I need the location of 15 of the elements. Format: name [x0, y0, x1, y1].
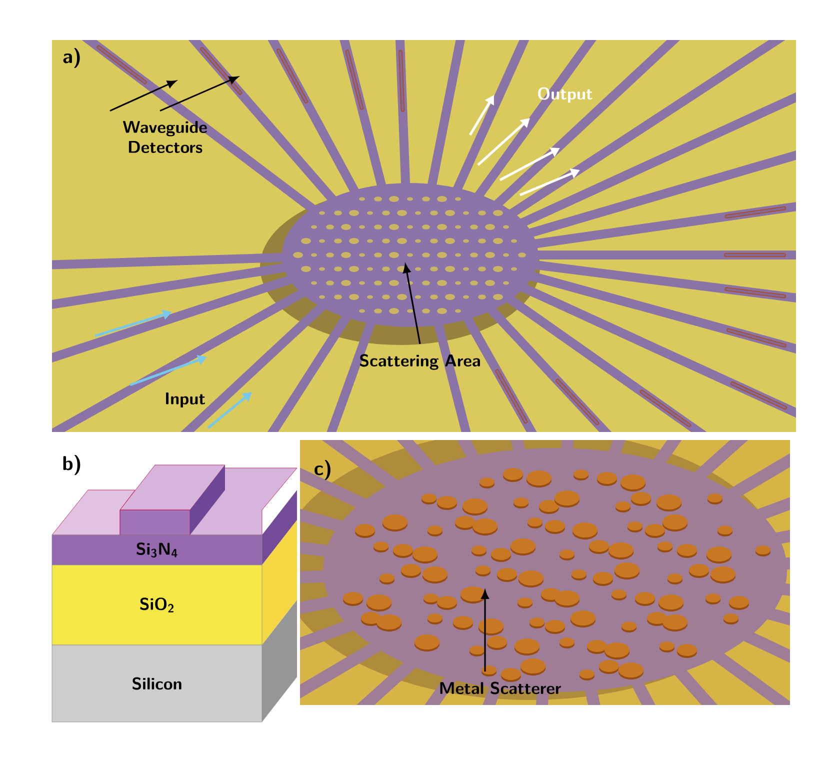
layer-band: SiO$_{2}$ [52, 564, 262, 646]
layer-band: Silicon [52, 644, 262, 722]
leader-arrow [403, 264, 421, 344]
panel-label: b) [63, 455, 80, 475]
text-label: Waveguide Detectors [123, 121, 207, 153]
leader-arrow [110, 80, 176, 112]
text-label: Input [166, 392, 206, 408]
leader-arrow [481, 590, 489, 672]
text-label: Output [538, 87, 592, 103]
text-label: Scattering Area [360, 354, 480, 370]
leader-arrow [160, 76, 238, 112]
panel-label: a) [63, 48, 80, 68]
panel-label: c) [314, 460, 330, 480]
text-label: Metal Scatterer [440, 682, 561, 694]
layer-band: Si$_{3}$N$_{4}$ [52, 534, 262, 566]
